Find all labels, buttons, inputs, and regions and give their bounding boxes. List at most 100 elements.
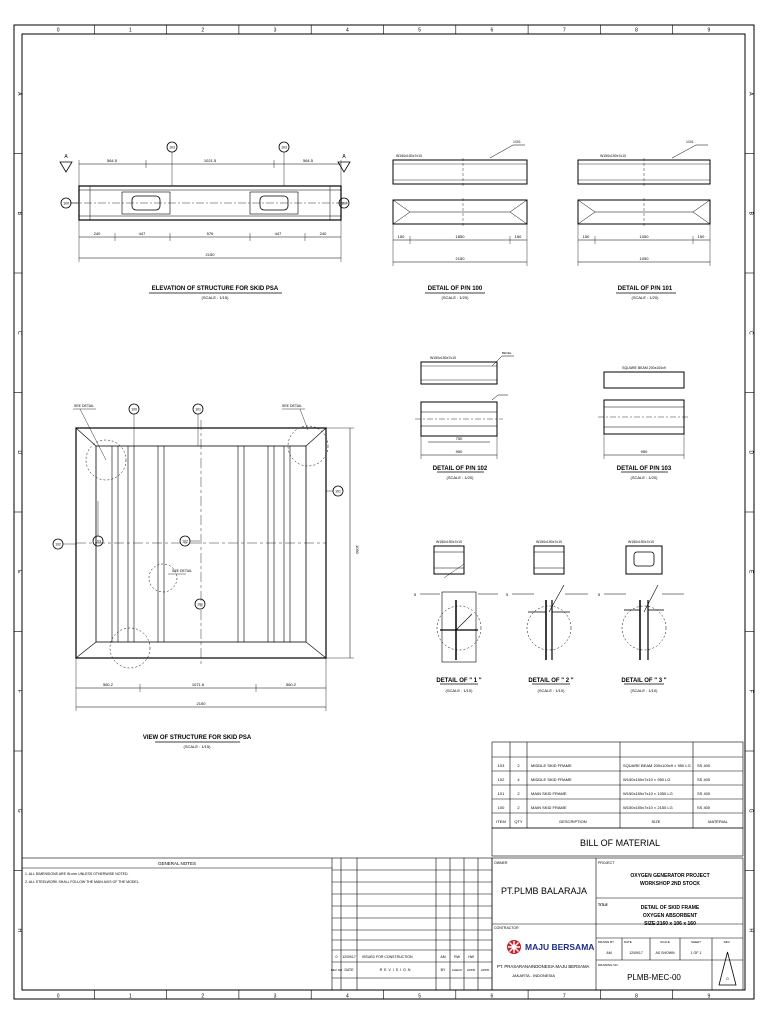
bom-cell: 2	[517, 763, 520, 768]
sign-h-scale: SCALE	[660, 940, 670, 944]
plan-bubble-3: 101	[195, 408, 201, 412]
rev-no: 0	[336, 955, 338, 959]
rev-h-appr-2: APPR	[481, 968, 490, 972]
d3-mark: 5	[598, 592, 601, 597]
plan-side: 1050	[355, 545, 360, 555]
pn103-scale: (SCALE : 1/20)	[631, 475, 659, 480]
pn100-profile: W150x150x7x10	[396, 154, 422, 158]
drawing-no-value: PLMB-MEC-00	[627, 973, 681, 982]
pn100-dim-1: 150	[398, 234, 405, 239]
pn102-inner: 750	[456, 436, 463, 441]
plan-detail-3: SEE DETAIL	[172, 569, 192, 573]
grid-column-label: 4	[346, 994, 349, 1000]
grid-row-label: C	[16, 331, 22, 335]
sheet-border	[13, 24, 755, 1000]
pn103-title: DETAIL OF P/N 103	[617, 466, 672, 472]
pn103-profile: SQUARE BEAM 200x100x9	[622, 366, 666, 370]
plan-bubble-6: 102	[182, 540, 188, 544]
elevation-view	[59, 141, 351, 294]
grid-column-label: 2	[201, 28, 204, 34]
bom-cell: SS 400	[697, 763, 711, 768]
pn103-overall: 950	[641, 449, 648, 454]
rev-desc: ISSUED FOR CONSTRUCTION	[362, 955, 413, 959]
plan-bubble-1: 102	[55, 543, 61, 547]
contractor-label: CONTRACTOR	[494, 926, 519, 930]
d3-title: DETAIL OF " 3 "	[621, 678, 666, 684]
bom-title: BILL OF MATERIAL	[580, 838, 660, 848]
detail-pn102	[415, 355, 514, 473]
plan-dim-1: 560.2	[103, 682, 114, 687]
grid-row-label: B	[748, 212, 754, 216]
sign-date: 12/09/17	[629, 951, 643, 955]
d2-scale: (SCALE : 1/10)	[538, 688, 566, 693]
grid-row-label: G	[748, 809, 754, 813]
plan-bubble-5: 103	[95, 540, 101, 544]
bom-header: QTY	[514, 819, 523, 824]
sign-h-rev: REV.	[724, 940, 731, 944]
bom-cell: 102	[498, 777, 505, 782]
plan-bubble-7: 101	[197, 603, 203, 607]
plan-detail-2: SEE DETAIL	[282, 404, 302, 408]
elev-bubble-1: 103	[169, 146, 175, 150]
pn102-overall: 950	[456, 449, 463, 454]
bom-header: ITEM	[496, 819, 506, 824]
plan-scale: (SCALE : 1/15)	[184, 744, 212, 749]
rev-h-no: REV NO	[331, 968, 343, 972]
elev-title: ELEVATION OF STRUCTURE FOR SKID PSA	[152, 286, 279, 292]
sign-sheet: 1 OF 1	[691, 951, 702, 955]
sign-rev: 0	[726, 976, 729, 981]
detail-2	[512, 545, 588, 685]
rev-by: AM	[440, 955, 445, 959]
pn101-dim-3: 150	[698, 234, 705, 239]
grid-column-label: 4	[346, 28, 349, 34]
rev-appr: HW	[468, 955, 475, 959]
notes-title: GENERAL NOTES	[158, 861, 196, 866]
bom-cell: 2	[517, 791, 520, 796]
bom-cell: SS 400	[697, 777, 711, 782]
elev-bubble-4: 100	[341, 202, 347, 206]
bom-cell: 103	[498, 763, 505, 768]
contractor-company: PT. PRASARANAINDONESIA MAJU BERSAMA	[497, 964, 590, 969]
owner-name: PT.PLMB BALARAJA	[501, 886, 587, 896]
bom-header: DESCRIPTION	[559, 819, 586, 824]
grid-row-label: H	[16, 928, 22, 932]
grid-column-label: 5	[418, 28, 421, 34]
elev-bubble-3: 100	[63, 202, 69, 206]
grid-column-label: 2	[201, 994, 204, 1000]
grid-column-label: 3	[274, 28, 277, 34]
pn102-title: DETAIL OF P/N 102	[433, 466, 488, 472]
detail-pn103	[598, 371, 690, 473]
bom-cell: 4	[517, 777, 520, 782]
rev-check: RW	[454, 955, 460, 959]
pn102-scale: (SCALE : 1/20)	[447, 475, 475, 480]
grid-column-label: 7	[563, 994, 566, 1000]
pn102-flag: BEVEL	[502, 351, 512, 355]
sign-drawn: AM	[606, 951, 611, 955]
bom-cell: W150x150x7x10 × 2150 LG	[623, 805, 673, 810]
grid-column-label: 1	[129, 28, 132, 34]
grid-row-label: D	[748, 450, 754, 454]
notes-line-1: 1. ALL DIMENSIONS ARE IN mm UNLESS OTHER…	[25, 872, 128, 876]
d2-mark: 5	[506, 592, 509, 597]
revision-triangle-icon	[718, 951, 737, 986]
bom-header: MATERIAL	[708, 819, 728, 824]
plan-title: VIEW OF STRUCTURE FOR SKID PSA	[143, 735, 252, 741]
contractor-brand: MAJU BERSAMA	[525, 942, 594, 952]
project-label: PROJECT	[598, 861, 615, 865]
grid-row-label: E	[16, 570, 22, 574]
pn102-profile: W150x150x7x10	[430, 356, 456, 360]
bom-table-lines	[491, 741, 744, 857]
grid-column-label: 0	[57, 28, 60, 34]
elev-bdim-4: 447	[275, 231, 282, 236]
grid-column-label: 3	[274, 994, 277, 1000]
detail-pn101	[577, 144, 711, 294]
plan-dim-2: 1071.6	[192, 682, 205, 687]
bom-cell: 101	[498, 791, 505, 796]
grid-column-label: 8	[635, 994, 638, 1000]
grid-column-label: 9	[707, 994, 710, 1000]
bom-cell: MIDDLE SKID FRAME	[531, 777, 572, 782]
pn101-profile: W150x150x7x10	[600, 154, 626, 158]
bom-cell: MAIN SKID FRAME	[531, 805, 567, 810]
elev-bdim-2: 447	[139, 231, 146, 236]
bom-cell: MAIN SKID FRAME	[531, 791, 567, 796]
